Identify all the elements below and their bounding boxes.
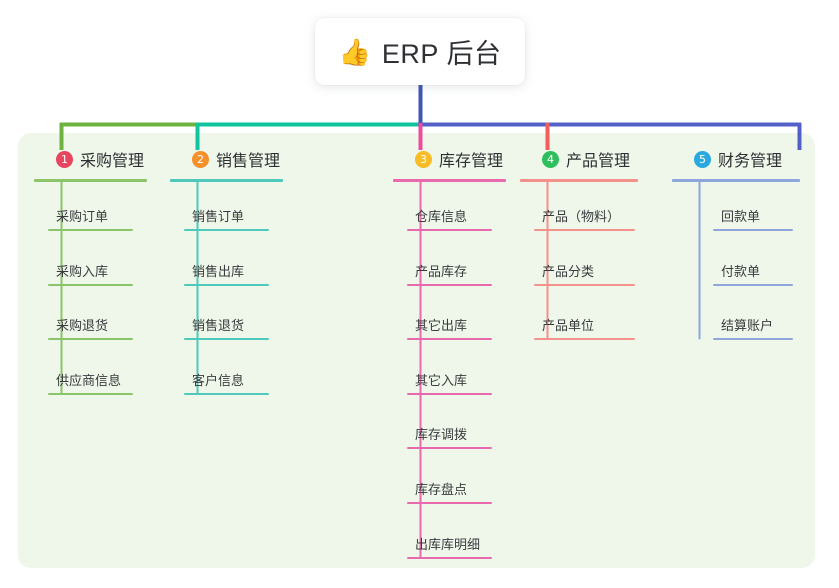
branch-column-3: 3 库存管理 <box>393 146 553 182</box>
leaf-item[interactable]: 仓库信息 <box>407 206 492 231</box>
leaf-item[interactable]: 付款单 <box>713 261 793 286</box>
leaf-item[interactable]: 其它入库 <box>407 370 492 395</box>
diagram-panel <box>18 133 815 568</box>
leaf-item[interactable]: 客户信息 <box>184 370 269 395</box>
leaf-item-rule <box>713 229 793 231</box>
branch-header-5[interactable]: 5 财务管理 <box>672 146 822 172</box>
branch-column-5: 5 财务管理 <box>672 146 822 182</box>
leaf-item-rule <box>184 392 269 395</box>
leaf-item-rule <box>407 556 492 559</box>
leaf-item-rule <box>407 502 492 504</box>
leaf-item-rule <box>713 338 793 341</box>
leaf-item-label: 产品（物料） <box>542 209 621 224</box>
leaf-item-label: 回款单 <box>721 209 761 224</box>
leaf-item[interactable]: 供应商信息 <box>48 370 133 395</box>
branch-badge-5: 5 <box>694 150 711 168</box>
leaf-item-label: 客户信息 <box>192 372 245 388</box>
leaf-item-rule <box>534 229 635 231</box>
branch-header-3[interactable]: 3 库存管理 <box>393 146 553 172</box>
leaf-item-label: 付款单 <box>721 263 761 279</box>
leaf-item-label: 采购退货 <box>56 318 109 334</box>
leaf-item-rule <box>48 392 133 395</box>
leaf-item-label: 销售出库 <box>192 263 245 279</box>
leaf-item[interactable]: 采购入库 <box>48 261 133 286</box>
leaf-item[interactable]: 库存调拨 <box>407 424 492 450</box>
leaf-item-label: 产品单位 <box>542 318 595 334</box>
leaf-item[interactable]: 销售退货 <box>184 315 269 341</box>
leaf-item-rule <box>407 229 492 231</box>
branch-rule-4 <box>520 179 638 182</box>
leaf-item-rule <box>407 283 492 286</box>
branch-rule-2 <box>170 179 283 182</box>
leaf-item-rule <box>407 392 492 395</box>
leaf-item[interactable]: 采购订单 <box>48 206 133 231</box>
leaf-item-label: 销售退货 <box>192 318 245 334</box>
leaf-item[interactable]: 产品分类 <box>534 261 635 286</box>
thumbs-up-icon: 👍 <box>338 36 371 67</box>
leaf-item[interactable]: 结算账户 <box>713 315 793 341</box>
leaf-item-rule <box>184 338 269 341</box>
leaf-item-label: 产品库存 <box>415 263 468 279</box>
leaf-item-rule <box>407 338 492 341</box>
leaf-item-label: 出库库明细 <box>415 536 481 552</box>
branch-title-1: 采购管理 <box>80 153 145 170</box>
branch-badge-4: 4 <box>542 150 559 168</box>
branch-header-1[interactable]: 1 采购管理 <box>34 146 189 172</box>
branch-rule-3 <box>393 179 506 182</box>
root-node-card[interactable]: 👍 ERP 后台 <box>315 18 525 85</box>
leaf-item-rule <box>48 338 133 341</box>
branch-title-2: 销售管理 <box>216 153 281 170</box>
leaf-item-label: 库存调拨 <box>415 427 468 443</box>
leaf-item[interactable]: 采购退货 <box>48 315 133 341</box>
leaf-item-label: 其它出库 <box>415 318 468 334</box>
leaf-item-rule <box>534 338 635 341</box>
branch-title-5: 财务管理 <box>718 153 783 170</box>
leaf-item-rule <box>184 283 269 286</box>
leaf-item[interactable]: 其它出库 <box>407 315 492 341</box>
leaf-item[interactable]: 产品（物料） <box>534 206 635 231</box>
leaf-item-rule <box>713 283 793 286</box>
leaf-item[interactable]: 销售出库 <box>184 261 269 286</box>
leaf-item-label: 库存盘点 <box>415 482 468 497</box>
branch-title-3: 库存管理 <box>439 153 504 170</box>
leaf-item[interactable]: 回款单 <box>713 206 793 231</box>
leaf-item-label: 结算账户 <box>721 318 774 334</box>
leaf-item-label: 销售订单 <box>192 209 245 224</box>
leaf-item-rule <box>534 283 635 286</box>
leaf-item[interactable]: 出库库明细 <box>407 534 492 559</box>
leaf-item[interactable]: 产品单位 <box>534 315 635 341</box>
leaf-item[interactable]: 产品库存 <box>407 261 492 286</box>
branch-column-1: 1 采购管理 <box>34 146 189 182</box>
leaf-item-label: 产品分类 <box>542 263 595 279</box>
leaf-item-rule <box>407 447 492 450</box>
branch-column-2: 2 销售管理 <box>170 146 325 182</box>
branch-rule-1 <box>34 179 147 182</box>
branch-header-4[interactable]: 4 产品管理 <box>520 146 685 172</box>
page-title: ERP 后台 <box>381 39 502 69</box>
branch-rule-5 <box>672 179 800 182</box>
leaf-item[interactable]: 销售订单 <box>184 206 269 231</box>
leaf-item[interactable]: 库存盘点 <box>407 479 492 504</box>
leaf-item-label: 采购入库 <box>56 263 109 279</box>
branch-title-4: 产品管理 <box>566 153 631 170</box>
leaf-item-label: 仓库信息 <box>415 209 468 224</box>
branch-badge-1: 1 <box>56 150 73 168</box>
branch-badge-2: 2 <box>192 150 209 168</box>
leaf-item-rule <box>48 229 133 231</box>
branch-header-2[interactable]: 2 销售管理 <box>170 146 325 172</box>
branch-badge-3: 3 <box>415 150 432 168</box>
leaf-item-rule <box>184 229 269 231</box>
leaf-item-label: 采购订单 <box>56 209 109 224</box>
leaf-item-label: 供应商信息 <box>56 372 122 388</box>
branch-column-4: 4 产品管理 <box>520 146 685 182</box>
leaf-item-label: 其它入库 <box>415 372 468 388</box>
leaf-item-rule <box>48 283 133 286</box>
